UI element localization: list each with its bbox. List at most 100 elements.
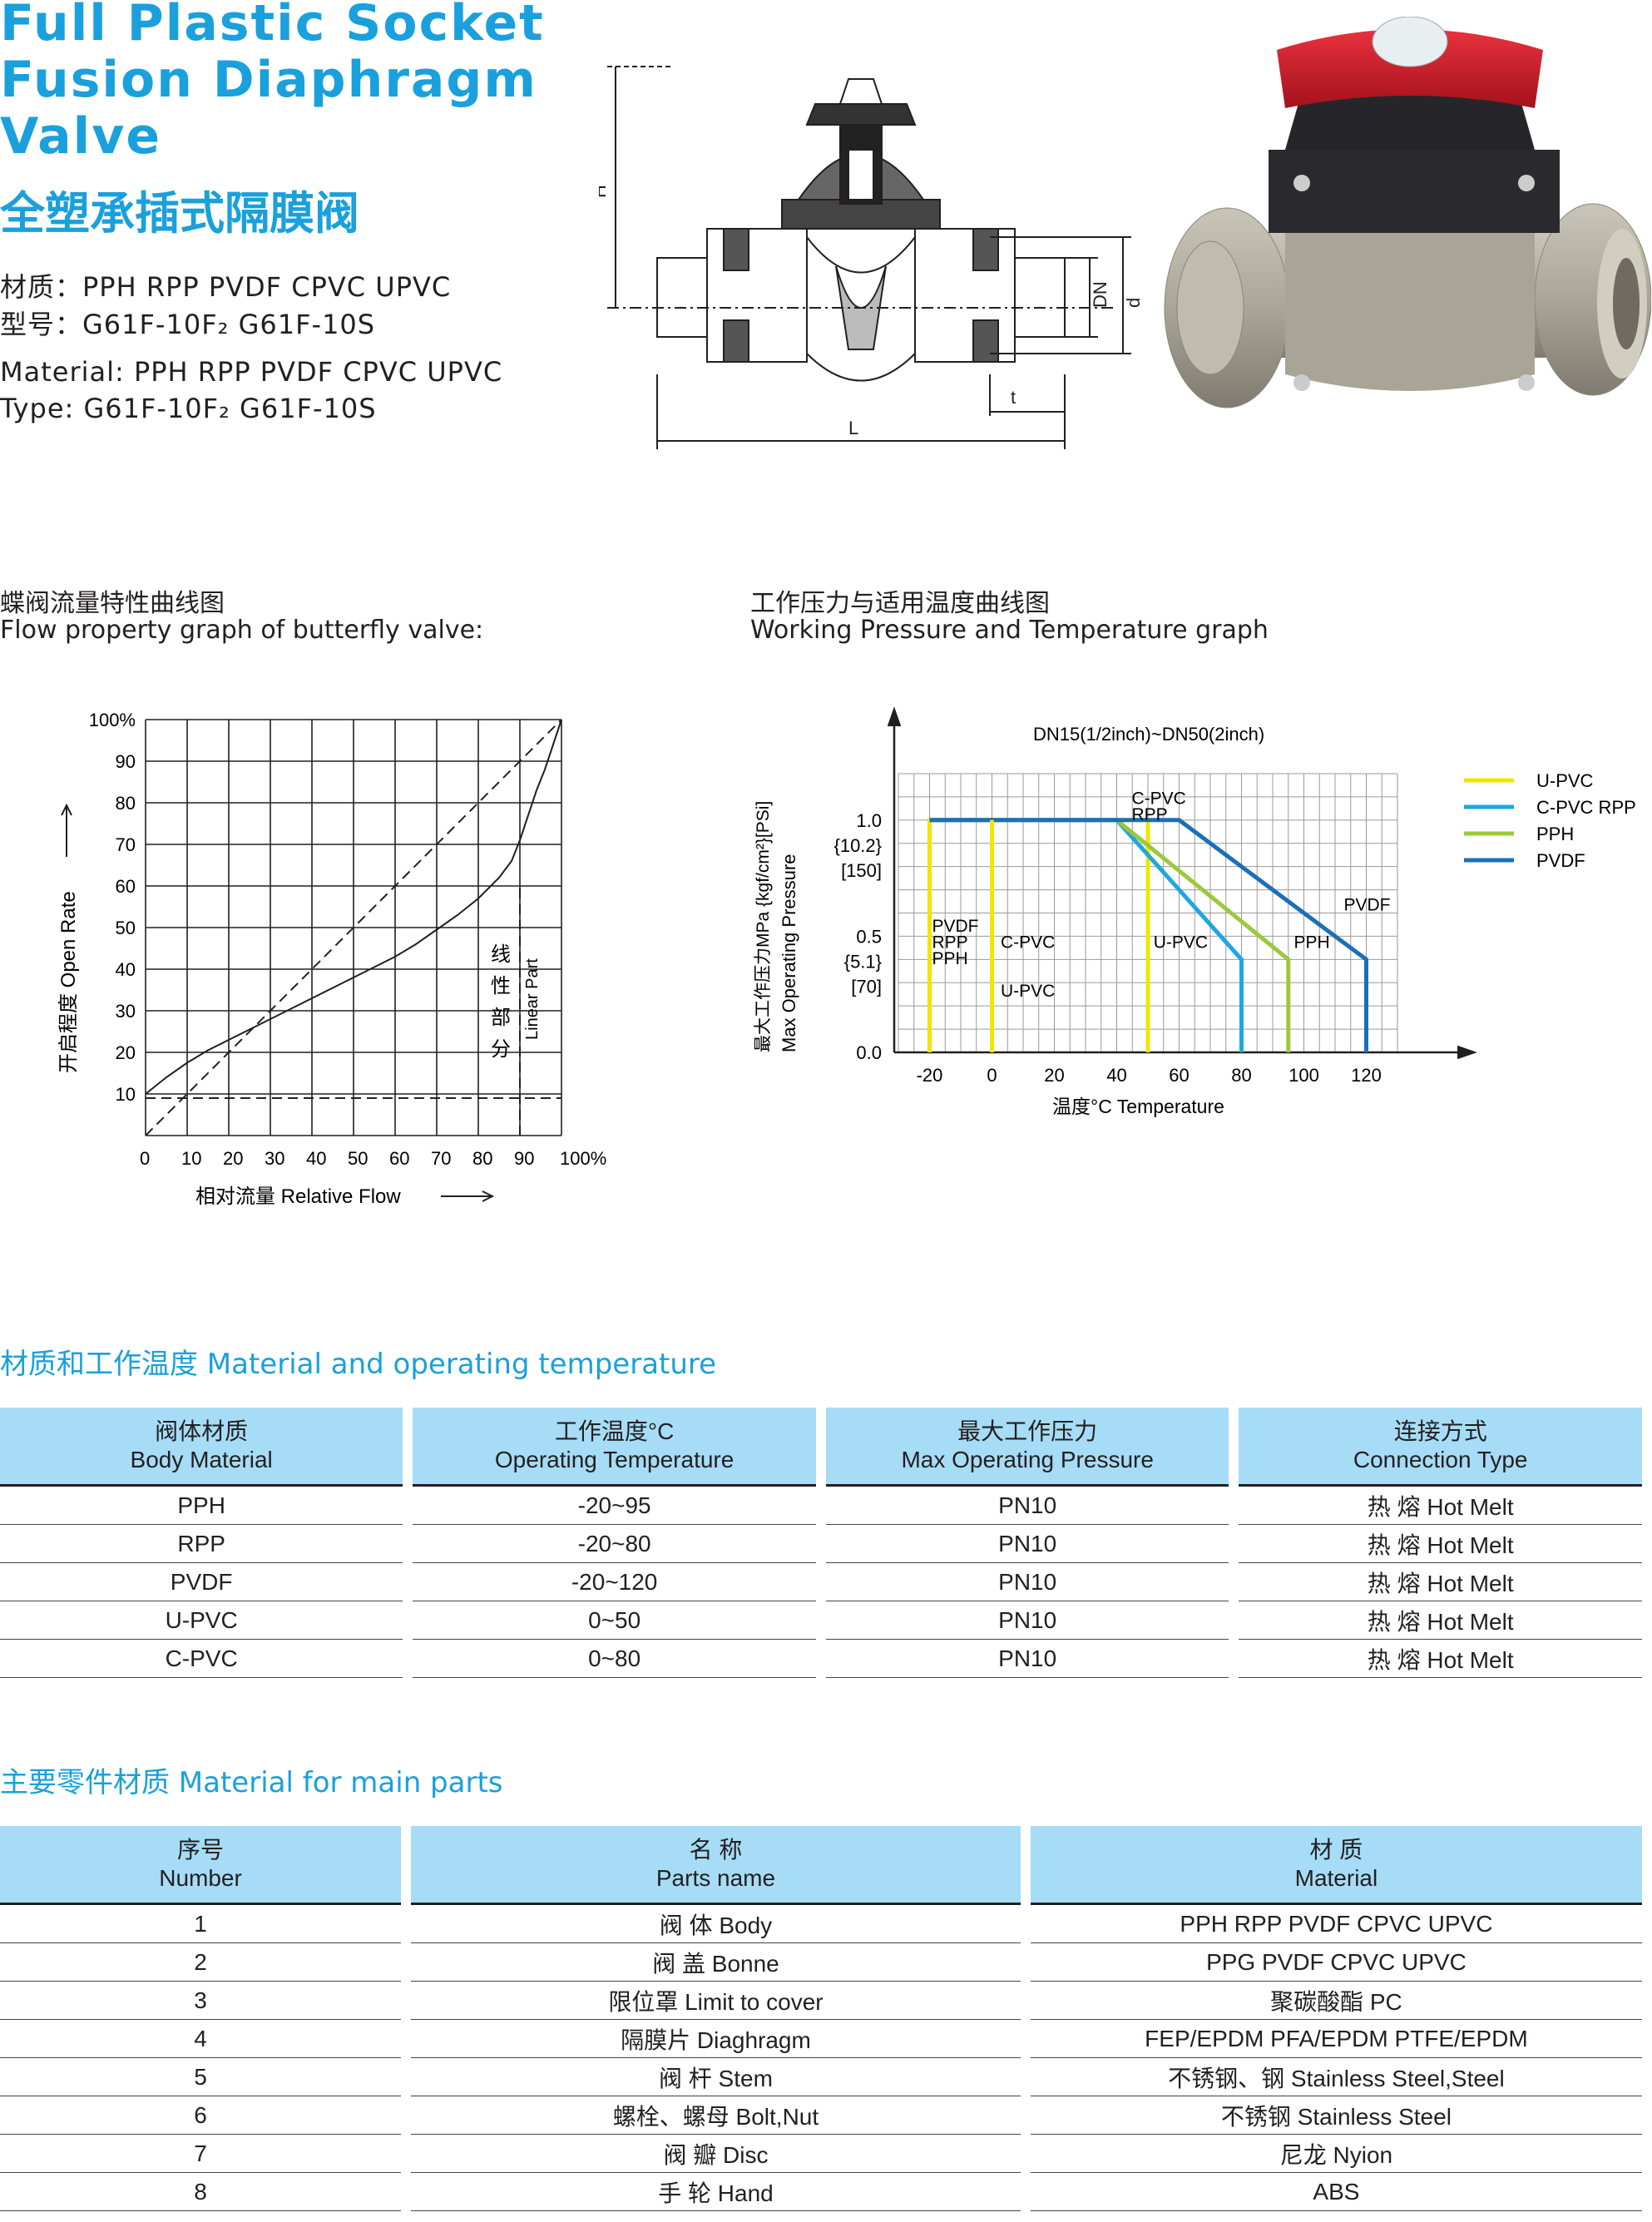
x-tick-label: 20 bbox=[223, 1148, 243, 1169]
y-tick-label: 1.0 bbox=[856, 810, 882, 831]
y-tick-label: 100% bbox=[89, 710, 136, 730]
chart-annotation: U-PVC bbox=[1154, 933, 1208, 952]
chart-annotation: PVDF bbox=[1344, 896, 1391, 915]
spec-cn-material: 材质：PPH RPP PVDF CPVC UPVC bbox=[0, 271, 452, 303]
legend-label: PVDF bbox=[1536, 850, 1585, 871]
page-title: Full Plastic Socket Fusion Diaphragm Val… bbox=[0, 0, 545, 165]
chart-annotation: C-PVC bbox=[1001, 933, 1055, 952]
chart-annotation: RPP bbox=[932, 933, 968, 952]
flow-y-arrow bbox=[61, 803, 72, 857]
x-tick-label: 70 bbox=[431, 1148, 451, 1169]
title-line-3: Valve bbox=[0, 107, 162, 166]
linear-part-char: 线 bbox=[491, 943, 511, 966]
flow-x-arrow bbox=[441, 1190, 495, 1202]
title-line-2: Fusion Diaphragm bbox=[0, 51, 537, 109]
pt-chart-title: DN15(1/2inch)~DN50(2inch) bbox=[1033, 724, 1264, 745]
x-tick-label: 60 bbox=[389, 1148, 409, 1169]
dim-label-h: H bbox=[599, 185, 610, 198]
main-parts-heading: 主要零件材质 Material for main parts bbox=[0, 1766, 503, 1799]
y-tick-label: {5.1} bbox=[844, 951, 882, 972]
valve-product-photo bbox=[1164, 17, 1651, 408]
y-tick-label: 50 bbox=[116, 918, 136, 938]
x-tick-label: 0 bbox=[987, 1065, 997, 1086]
x-tick-label: 40 bbox=[306, 1148, 326, 1169]
y-tick-label: 0.0 bbox=[856, 1042, 882, 1063]
pressure-graph-title-cn: 工作压力与适用温度曲线图 bbox=[750, 589, 1050, 618]
spec-en-type: Type: G61F-10F₂ G61F-10S bbox=[0, 393, 377, 424]
series-line bbox=[929, 818, 1368, 1052]
y-tick-label: 90 bbox=[116, 751, 136, 772]
flow-graph-title-en: Flow property graph of butterfly valve: bbox=[0, 616, 484, 645]
pt-chart-y-label-en: Max Operating Pressure bbox=[779, 854, 799, 1052]
pt-y-axis bbox=[887, 706, 902, 1052]
valve-technical-drawing: H L DN d t bbox=[599, 66, 1144, 449]
y-tick-label: 20 bbox=[116, 1042, 136, 1063]
y-tick-label: 10 bbox=[116, 1084, 136, 1105]
material-temp-heading: 材质和工作温度 Material and operating temperatu… bbox=[0, 1348, 717, 1381]
x-tick-label: 50 bbox=[348, 1148, 368, 1169]
linear-part-char: 性 bbox=[491, 975, 511, 997]
chart-annotation: PVDF bbox=[932, 917, 979, 936]
linear-part-char: 分 bbox=[491, 1038, 511, 1061]
page-title-cn: 全塑承插式隔膜阀 bbox=[0, 187, 359, 240]
y-tick-label: [150] bbox=[841, 860, 882, 881]
y-tick-label: 30 bbox=[116, 1001, 136, 1022]
y-tick-label: 40 bbox=[116, 959, 136, 980]
x-tick-label: 0 bbox=[140, 1148, 150, 1169]
x-tick-label: 100 bbox=[1288, 1065, 1319, 1086]
pt-x-axis bbox=[894, 1045, 1477, 1060]
flow-chart-series bbox=[145, 719, 562, 1136]
x-tick-label: 120 bbox=[1351, 1065, 1382, 1086]
dim-label-dn: DN bbox=[1090, 281, 1110, 308]
pressure-graph-title-en: Working Pressure and Temperature graph bbox=[750, 616, 1269, 645]
x-tick-label: 80 bbox=[1231, 1065, 1251, 1086]
chart-annotation: RPP bbox=[1132, 805, 1168, 824]
legend-label: U-PVC bbox=[1536, 770, 1594, 791]
spec-en-material: Material: PPH RPP PVDF CPVC UPVC bbox=[0, 356, 503, 388]
y-tick-label: 80 bbox=[116, 793, 136, 814]
y-tick-label: 0.5 bbox=[856, 926, 882, 947]
legend-label: C-PVC RPP bbox=[1536, 797, 1636, 818]
chart-annotation: U-PVC bbox=[1001, 982, 1055, 1001]
chart-annotation: PPH bbox=[932, 949, 968, 968]
x-tick-label: -20 bbox=[917, 1065, 943, 1086]
pt-chart-x-label: 温度°C Temperature bbox=[1052, 1096, 1224, 1117]
x-tick-label: 80 bbox=[472, 1148, 492, 1169]
x-tick-label: 90 bbox=[514, 1148, 534, 1169]
dim-label-l: L bbox=[848, 418, 858, 438]
flow-graph-title-cn: 蝶阀流量特性曲线图 bbox=[0, 589, 225, 618]
flow-chart-x-label: 相对流量 Relative Flow bbox=[195, 1185, 401, 1208]
x-tick-label: 20 bbox=[1044, 1065, 1064, 1086]
title-line-1: Full Plastic Socket bbox=[0, 0, 545, 52]
pt-chart-y-ticks: 1.0{10.2}[150]0.5{5.1}[70]0.0 bbox=[833, 810, 882, 1063]
pt-chart-y-label-cn: 最大工作压力MPa {kgf/cm²}[PSi] bbox=[754, 801, 773, 1052]
flow-chart-y-label: 开启程度 Open Rate bbox=[57, 891, 80, 1073]
dim-label-d: d bbox=[1123, 298, 1144, 308]
x-tick-label: 10 bbox=[181, 1148, 201, 1169]
